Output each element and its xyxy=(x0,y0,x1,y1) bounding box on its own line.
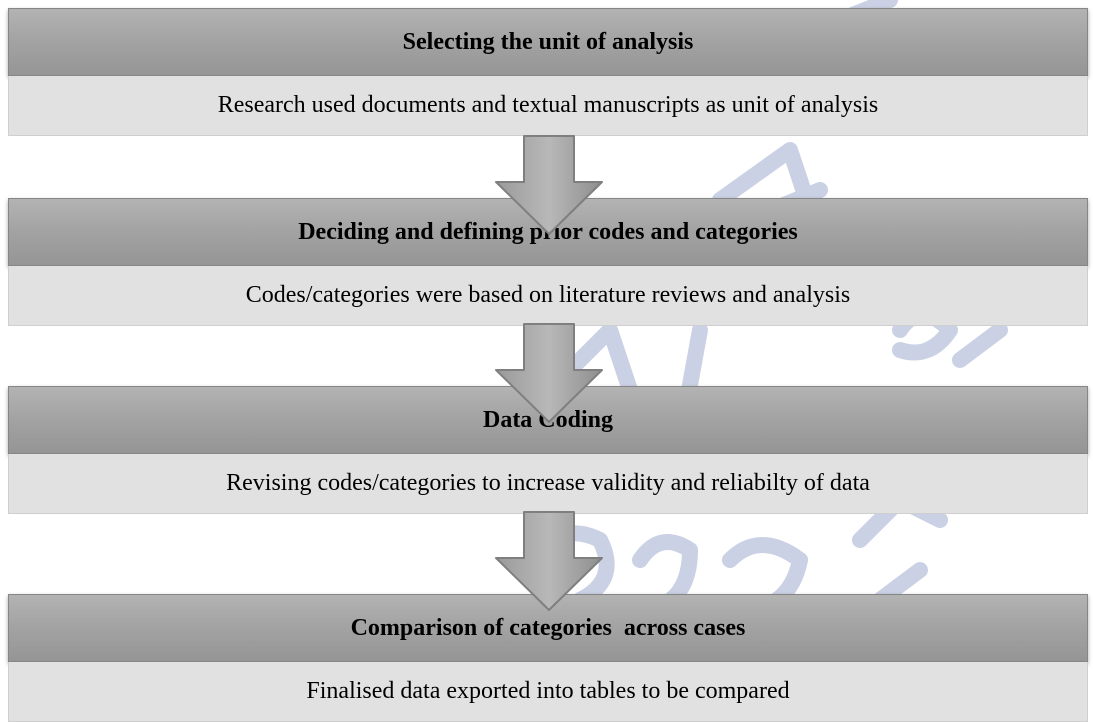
step-4-block: Comparison of categories across cases Fi… xyxy=(8,594,1088,722)
step-3-block: Data Coding Revising codes/categories to… xyxy=(8,386,1088,514)
down-arrow-icon xyxy=(495,323,603,423)
down-arrow-icon xyxy=(495,135,603,235)
step-2-description: Codes/categories were based on literatur… xyxy=(8,266,1088,326)
step-1-block: Selecting the unit of analysis Research … xyxy=(8,8,1088,136)
down-arrow-icon xyxy=(495,511,603,611)
step-1-title: Selecting the unit of analysis xyxy=(8,8,1088,76)
step-1-description: Research used documents and textual manu… xyxy=(8,76,1088,136)
step-3-description: Revising codes/categories to increase va… xyxy=(8,454,1088,514)
step-4-description: Finalised data exported into tables to b… xyxy=(8,662,1088,722)
